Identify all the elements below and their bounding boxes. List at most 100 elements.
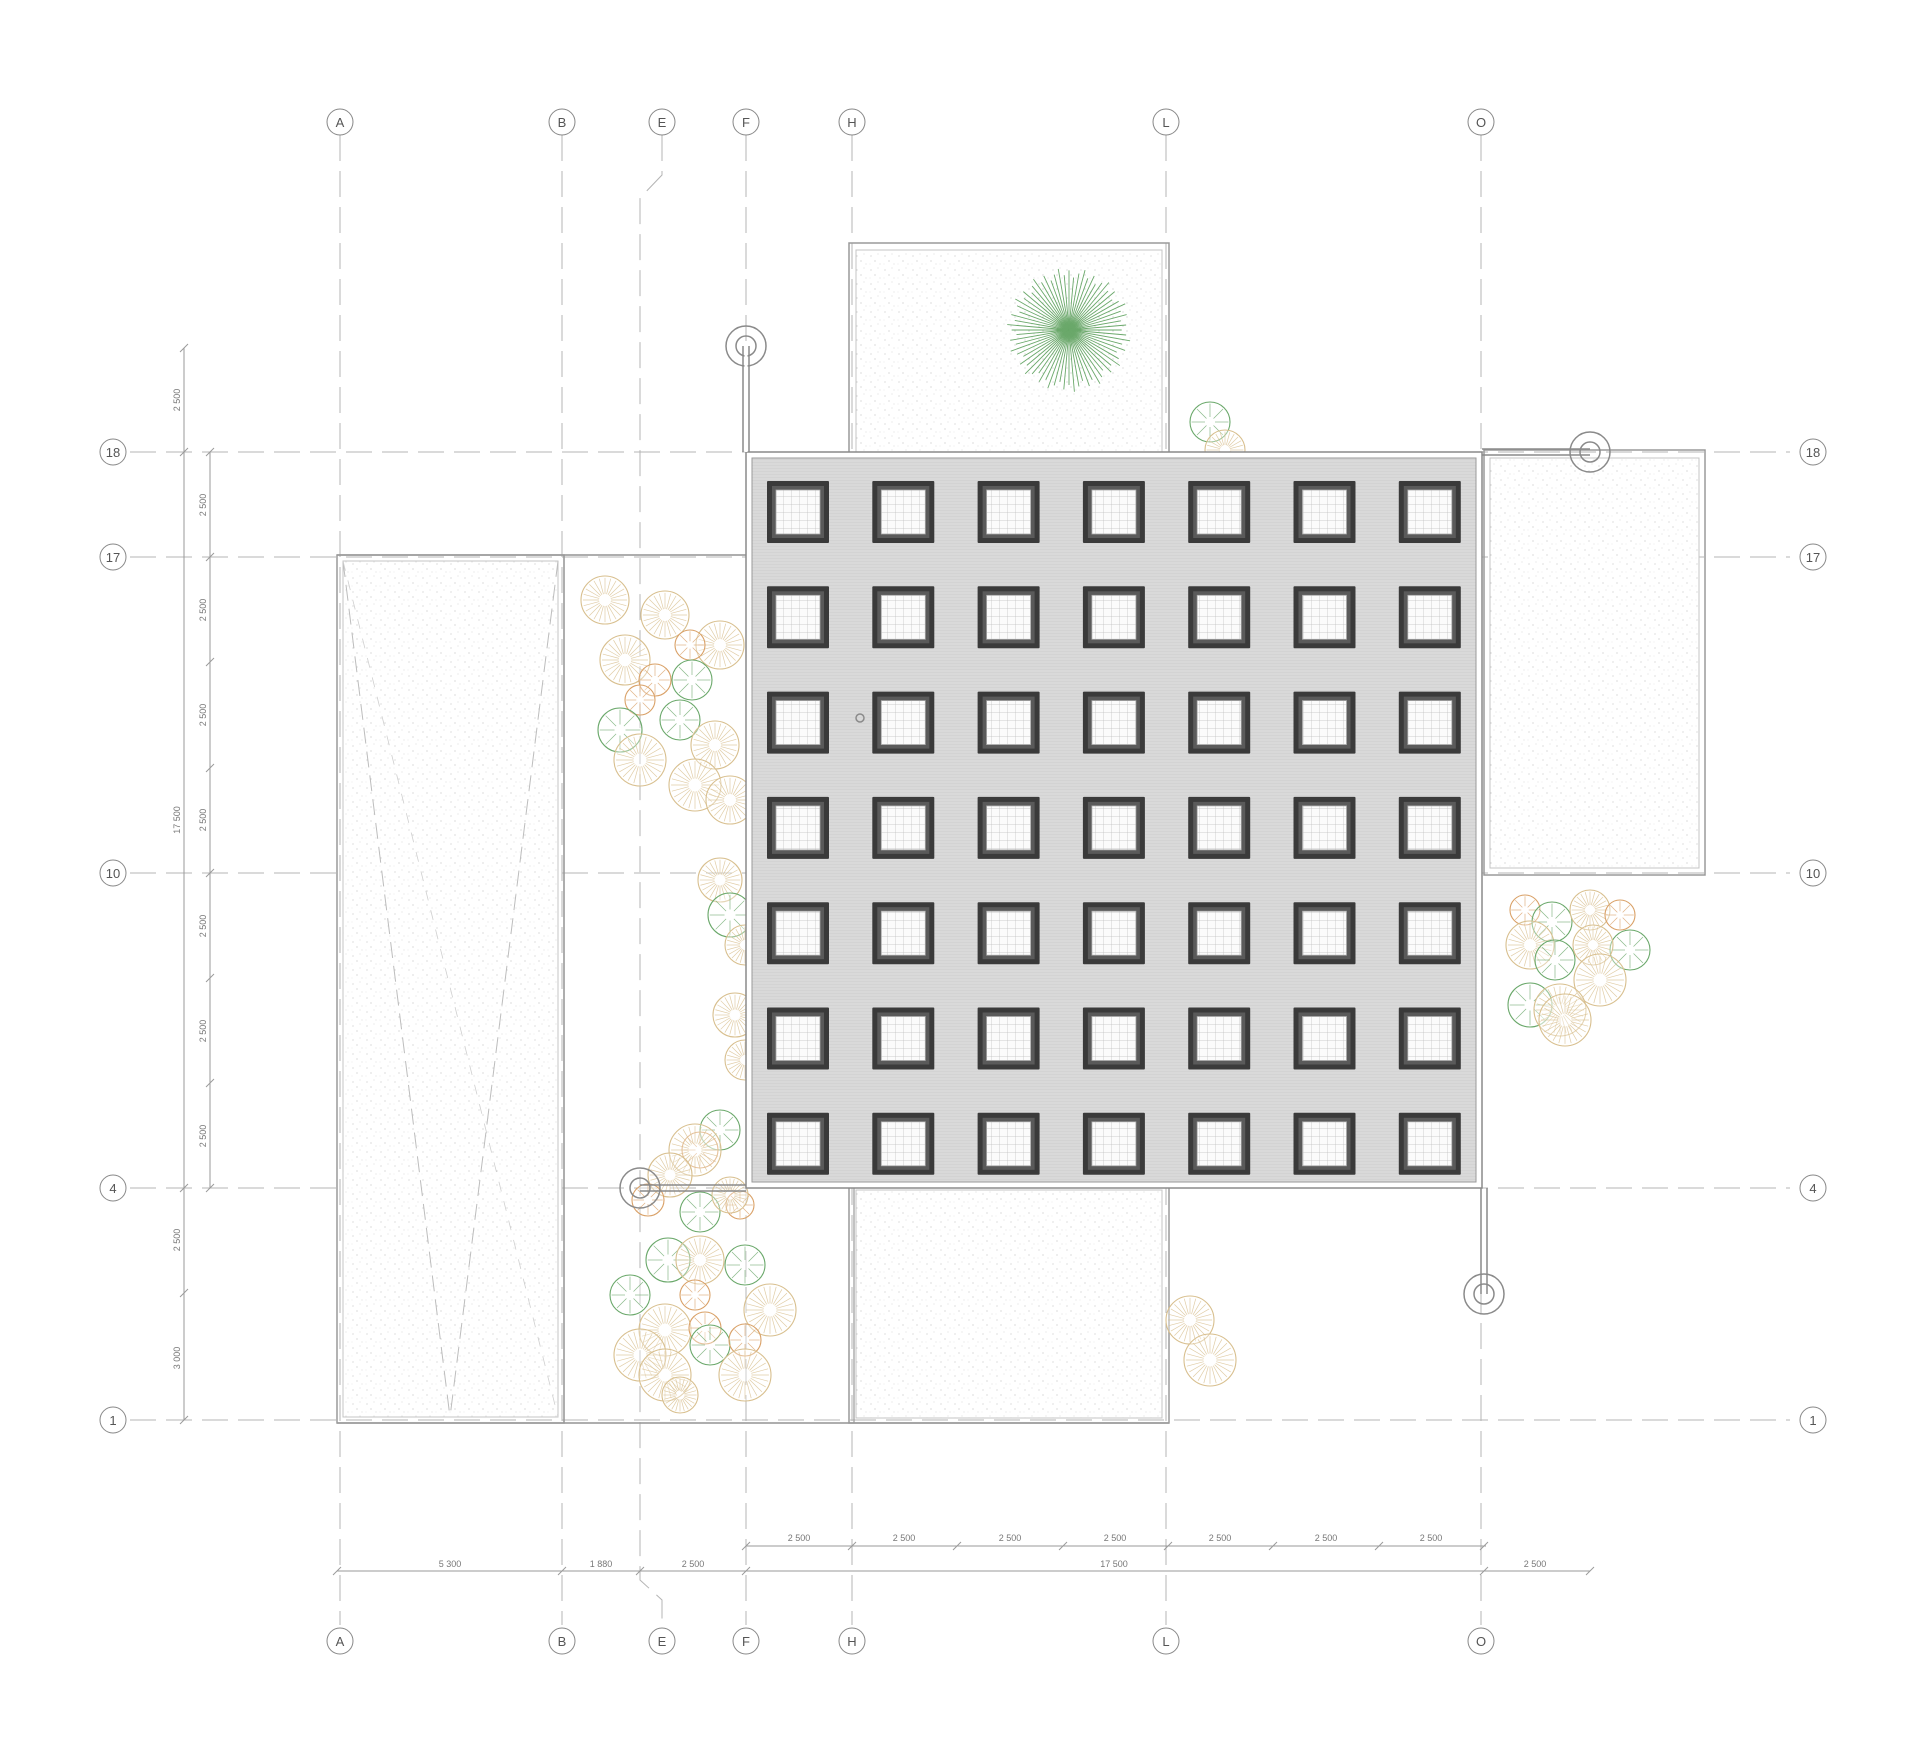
skylight-grid: [767, 481, 1461, 1175]
tree-canopy-icon: [1538, 993, 1592, 1047]
grid-bubble-row-1-right: 1: [1799, 1406, 1827, 1434]
skylight: [1188, 481, 1251, 543]
dim-left-overall: 2 500: [172, 389, 182, 412]
skylight: [1398, 1007, 1461, 1070]
dim-bottom-overall: 17 500: [1100, 1559, 1128, 1569]
dim-left-bay: 2 500: [198, 1020, 208, 1043]
skylight: [872, 1112, 935, 1175]
tree-canopy-icon: [668, 758, 722, 812]
skylight: [1188, 1112, 1251, 1175]
tree-canopy-icon: [609, 1274, 651, 1316]
dim-bottom-overall: 2 500: [1524, 1559, 1547, 1569]
skylight: [767, 1112, 829, 1175]
skylight: [1398, 902, 1461, 965]
skylight: [1293, 902, 1356, 965]
grid-bubble-col-E: E: [648, 108, 676, 136]
skylight: [767, 796, 829, 859]
grid-bubble-row-10: 10: [99, 859, 127, 887]
tree-canopy-icon: [1609, 929, 1651, 971]
dim-bottom-bay: 2 500: [893, 1533, 916, 1543]
grid-bubble-col-F: F: [732, 108, 760, 136]
dimension-texts: 2 500 2 500 2 500 2 500 2 500 2 500 2 50…: [172, 389, 1546, 1569]
tree-canopy-icon: [1534, 939, 1576, 981]
svg-text:H: H: [847, 115, 856, 130]
grid-bubble-col-H: H: [838, 108, 866, 136]
tree-canopy-icon: [1183, 1333, 1237, 1387]
grid-bubble-row-1: 1: [99, 1406, 127, 1434]
svg-text:4: 4: [109, 1181, 116, 1196]
tree-canopy-icon: [1573, 953, 1627, 1007]
grid-bubble-col-A-bottom: A: [326, 1627, 354, 1655]
dim-left-bay: 2 500: [198, 1125, 208, 1148]
grid-bubble-row-10-right: 10: [1799, 859, 1827, 887]
tree-canopy-icon: [580, 575, 630, 625]
tree-canopy-icon: [659, 699, 701, 741]
skylight: [1293, 481, 1356, 543]
svg-text:O: O: [1476, 115, 1486, 130]
skylight: [767, 902, 829, 965]
grid-bubble-row-18-right: 18: [1799, 438, 1827, 466]
skylight: [1188, 691, 1251, 754]
roof-drain-icon: [619, 1167, 746, 1209]
tree-canopy-icon: [1505, 920, 1555, 970]
dim-bottom-overall: 1 880: [590, 1559, 613, 1569]
skylight: [1188, 1007, 1251, 1070]
skylight: [1082, 1007, 1145, 1070]
svg-text:18: 18: [106, 445, 120, 460]
skylight: [1082, 1112, 1145, 1175]
skylight: [977, 902, 1040, 965]
skylight: [1082, 691, 1145, 754]
svg-text:F: F: [742, 115, 750, 130]
tree-canopy-icon: [1531, 901, 1573, 943]
tree-canopy-icon: [597, 707, 643, 753]
tree-canopy-icon: [671, 659, 713, 701]
grid-bubble-col-H-bottom: H: [838, 1627, 866, 1655]
roof-drain-icon: [725, 325, 767, 452]
tree-canopy-icon: [1189, 401, 1231, 443]
skylight: [1082, 902, 1145, 965]
svg-text:1: 1: [109, 1413, 116, 1428]
skylight: [1293, 1112, 1356, 1175]
svg-text:H: H: [847, 1634, 856, 1649]
dim-left-overall: 2 500: [172, 1229, 182, 1252]
skylight: [1398, 1112, 1461, 1175]
tree-canopy-icon: [647, 1152, 693, 1198]
svg-text:10: 10: [1806, 866, 1820, 881]
skylight: [977, 796, 1040, 859]
dim-left-bay: 2 500: [198, 599, 208, 622]
tree-canopy-icon: [743, 1283, 797, 1337]
skylight: [1398, 481, 1461, 543]
tree-canopy-icon: [661, 1376, 699, 1414]
skylight: [1398, 586, 1461, 649]
tree-canopy-icon: [640, 590, 690, 640]
dim-bottom-bay: 2 500: [1104, 1533, 1127, 1543]
grid-bubble-col-B: B: [548, 108, 576, 136]
skylight: [1398, 691, 1461, 754]
grid-bubble-row-17-right: 17: [1799, 543, 1827, 571]
grid-bubble-col-E-bottom: E: [648, 1627, 676, 1655]
svg-text:B: B: [558, 115, 567, 130]
roof-drain-group: [619, 325, 1611, 1315]
grid-bubble-col-B-bottom: B: [548, 1627, 576, 1655]
roof-drain-icon: [1482, 431, 1611, 473]
grid-bubble-row-18: 18: [99, 438, 127, 466]
dim-left-bay: 2 500: [198, 915, 208, 938]
dim-bottom-bay: 2 500: [1315, 1533, 1338, 1543]
tree-canopy-icon: [1572, 924, 1614, 966]
svg-text:10: 10: [106, 866, 120, 881]
tree-canopy-icon: [631, 1183, 665, 1217]
ground-plane-west: [336, 554, 565, 1424]
svg-text:4: 4: [1809, 1181, 1816, 1196]
skylight: [767, 691, 829, 754]
svg-text:17: 17: [106, 550, 120, 565]
dim-bottom-overall: 2 500: [682, 1559, 705, 1569]
svg-text:E: E: [658, 1634, 667, 1649]
svg-text:L: L: [1162, 115, 1169, 130]
tree-canopy-icon: [679, 1191, 721, 1233]
skylight: [872, 902, 935, 965]
svg-text:A: A: [336, 115, 345, 130]
dim-bottom-bay: 2 500: [999, 1533, 1022, 1543]
skylight: [1293, 586, 1356, 649]
roof-drain-icon: [1463, 1188, 1505, 1315]
ground-plane-east: [1483, 449, 1706, 876]
